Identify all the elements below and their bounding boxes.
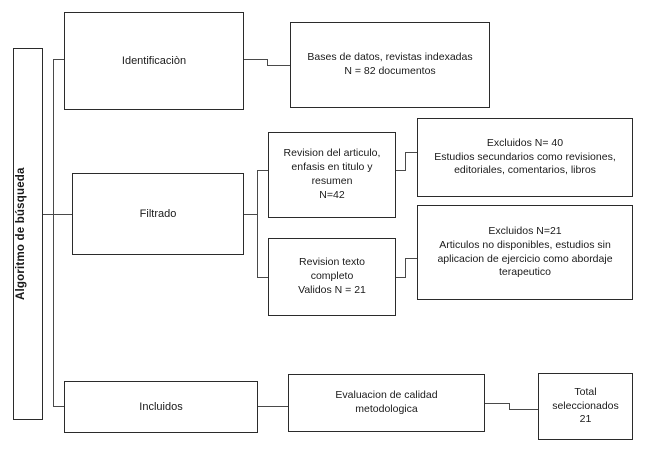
node-evaluacion-de-calidad: Evaluacion de calidad metodologica — [288, 374, 485, 432]
connector-revision-texto-to-excluidos21-a — [396, 277, 406, 279]
node-revision-del-articulo: Revision del articulo, enfasis en titulo… — [268, 132, 396, 218]
node-excluidos-40-label: Excluidos N= 40 Estudios secundarios com… — [434, 136, 616, 177]
node-bases-de-datos: Bases de datos, revistas indexadas N = 8… — [290, 22, 490, 108]
connector-spine-to-incluidos — [53, 406, 65, 408]
connector-revision-articulo-to-excluidos40-a — [396, 170, 406, 172]
node-incluidos-label: Incluidos — [139, 400, 183, 413]
connector-identificacion-to-bases-step — [267, 59, 269, 66]
node-evaluacion-de-calidad-label: Evaluacion de calidad metodologica — [335, 389, 438, 415]
connector-identificacion-to-bases-a — [244, 59, 268, 61]
connector-bracket-to-revision-articulo — [257, 170, 268, 172]
node-bases-de-datos-label: Bases de datos, revistas indexadas N = 8… — [307, 51, 473, 77]
connector-revision-articulo-to-excluidos40-step — [405, 152, 407, 171]
connector-evaluacion-to-total-b — [509, 409, 539, 411]
connector-revision-texto-to-excluidos21-b — [405, 258, 417, 260]
node-identificacion: Identificaciòn — [64, 12, 244, 110]
connector-bracket-to-revision-texto — [257, 277, 268, 279]
connector-revision-texto-to-excluidos21-step — [405, 258, 407, 278]
spine-label-algoritmo-de-busqueda: Algoritmo de búsqueda — [13, 48, 43, 420]
node-excluidos-40: Excluidos N= 40 Estudios secundarios com… — [417, 118, 633, 197]
node-incluidos: Incluidos — [64, 381, 258, 433]
connector-revision-articulo-to-excluidos40-b — [405, 152, 417, 154]
node-total-seleccionados-label: Total seleccionados 21 — [552, 385, 619, 426]
connector-spine-to-filtrado — [37, 214, 73, 216]
connector-evaluacion-to-total-a — [485, 403, 510, 405]
node-identificacion-label: Identificaciòn — [121, 54, 187, 67]
node-filtrado: Filtrado — [72, 173, 244, 255]
node-total-seleccionados: Total seleccionados 21 — [538, 373, 633, 440]
node-filtrado-label: Filtrado — [139, 207, 177, 220]
connector-spine-trunk — [53, 59, 55, 407]
node-excluidos-21: Excluidos N=21 Articulos no disponibles,… — [417, 205, 633, 300]
connector-spine-to-identificacion — [53, 59, 65, 61]
node-revision-del-articulo-label: Revision del articulo, enfasis en titulo… — [283, 147, 381, 201]
node-revision-texto-completo: Revision texto completo Validos N = 21 — [268, 238, 396, 316]
connector-filtrado-bracket-vertical — [257, 170, 259, 278]
node-excluidos-21-label: Excluidos N=21 Articulos no disponibles,… — [437, 224, 613, 279]
connector-filtrado-to-bracket — [244, 214, 258, 216]
spine-label-text: Algoritmo de búsqueda — [15, 167, 27, 301]
node-revision-texto-completo-label: Revision texto completo Validos N = 21 — [298, 256, 366, 296]
connector-evaluacion-to-total-step — [509, 403, 511, 410]
connector-incluidos-to-evaluacion — [258, 406, 290, 408]
connector-identificacion-to-bases-b — [267, 65, 291, 67]
